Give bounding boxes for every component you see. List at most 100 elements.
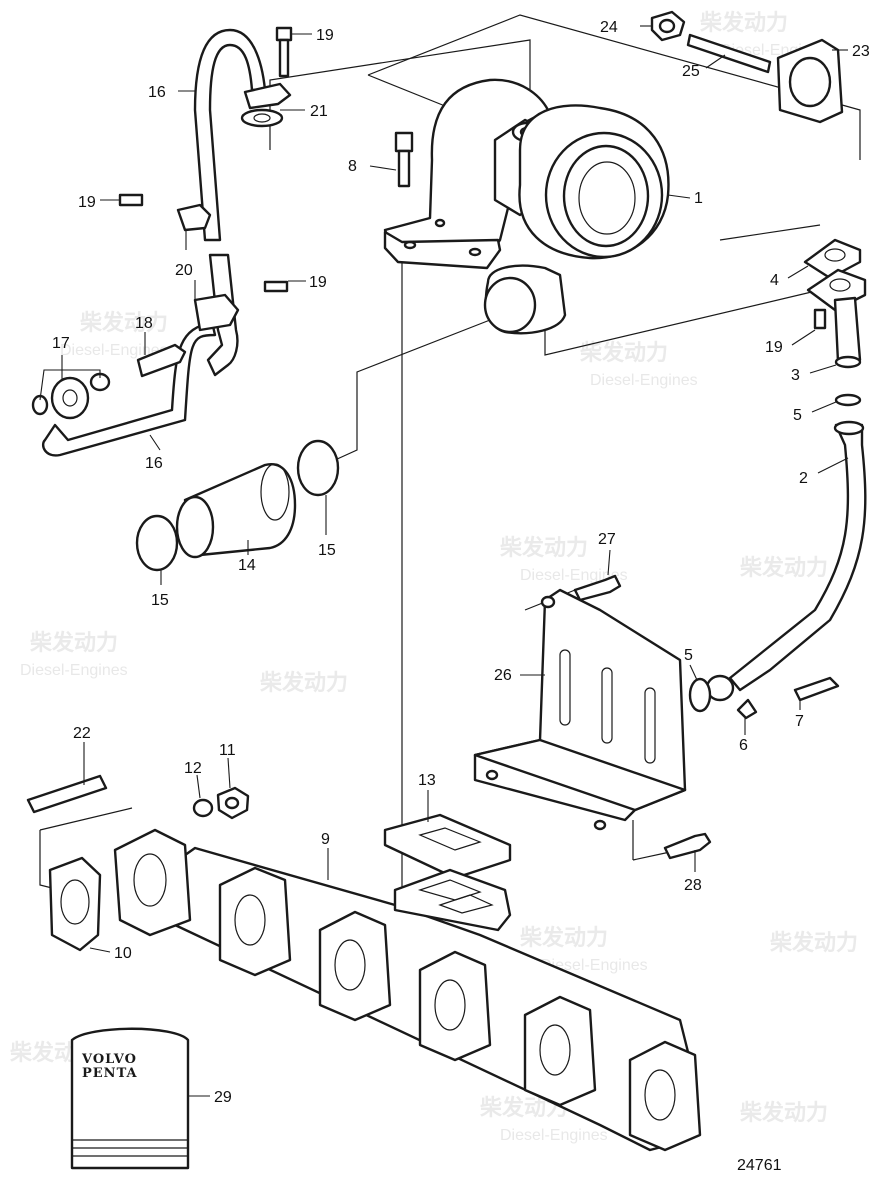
bolt-shank: [397, 149, 411, 188]
sleeve-assembly: [135, 439, 340, 572]
banjo-bore: [62, 389, 78, 407]
clip-6: [736, 698, 758, 720]
oil-pipe-upper: [193, 28, 267, 242]
manifold-port-6: [628, 1040, 702, 1152]
kit-29: VOLVO PENTA: [70, 1027, 190, 1170]
pipe-3: [833, 296, 862, 364]
manifold-port-1: [113, 828, 192, 937]
label-16b: 16: [145, 455, 163, 472]
manifold-port-3: [318, 910, 392, 1022]
leader-3: [809, 364, 837, 374]
turbine-flange: [383, 230, 502, 270]
oring-15b: [296, 439, 340, 497]
bracket-slot: [601, 667, 613, 744]
leader-27: [607, 549, 611, 576]
watermark-en: Diesel-Engines: [520, 567, 628, 584]
leader-17: [39, 369, 101, 401]
bracket-base: [473, 738, 687, 812]
bolt-19d: [813, 308, 827, 330]
label-8: 8: [348, 158, 357, 175]
watermark-layer: 柴发动力 Diesel-Engines 柴发动力 Diesel-Engines …: [9, 10, 858, 1144]
flange-hole: [403, 240, 417, 250]
leader-2: [817, 457, 849, 474]
hardware-top-right: [650, 10, 844, 124]
port-bore: [539, 1024, 571, 1076]
label-15a: 15: [151, 592, 169, 609]
label-6: 6: [739, 737, 748, 754]
bolt-8: [394, 131, 414, 188]
label-3: 3: [791, 367, 800, 384]
watermark-cn: 柴发动力: [769, 930, 858, 956]
label-28: 28: [684, 877, 702, 894]
label-17: 17: [52, 335, 70, 352]
port-bore: [133, 853, 167, 907]
port-bore: [234, 894, 266, 946]
port-bore: [434, 979, 466, 1031]
frame-line: [367, 74, 451, 109]
frame-line: [544, 289, 821, 356]
clamp-20b: [193, 293, 240, 332]
gasket-4a: [803, 238, 862, 280]
pipe-2: [728, 423, 867, 692]
bolt-head: [394, 131, 414, 153]
watermark-cn: 柴发动力: [499, 535, 588, 561]
watermark-en: Diesel-Engines: [590, 372, 698, 389]
flange-port: [417, 879, 482, 901]
bracket-hole: [540, 595, 556, 609]
frame-line: [632, 851, 671, 861]
leader-12: [196, 774, 201, 799]
drawing-number: 24761: [737, 1157, 782, 1174]
gasket-21: [240, 108, 284, 128]
gasket-bore: [824, 248, 846, 262]
screw-27: [573, 574, 622, 602]
frame-line: [719, 224, 821, 241]
bolt-19-shank: [278, 38, 290, 78]
frame-line: [334, 319, 491, 461]
pipe-assembly-right: [688, 238, 867, 720]
bracket-slot: [559, 649, 571, 726]
watermark-cn: 柴发动力: [699, 10, 788, 36]
label-21: 21: [310, 103, 328, 120]
watermark-en: Diesel-Engines: [20, 662, 128, 679]
gasket-21-bore: [253, 113, 271, 123]
leader-4: [787, 265, 809, 279]
gasket-10: [48, 856, 102, 952]
label-7: 7: [795, 713, 804, 730]
leader-lines: [39, 25, 849, 1097]
gasket-13-port: [418, 827, 482, 851]
manifold-hardware: [26, 774, 250, 952]
banjo-bolt-18: [136, 343, 187, 378]
leader-8: [369, 165, 397, 171]
manifold-port-5: [523, 995, 597, 1107]
nut-11-bore: [224, 796, 240, 810]
label-1: 1: [694, 190, 703, 207]
label-27: 27: [598, 531, 616, 548]
gasket-bore: [829, 278, 851, 292]
label-12: 12: [184, 760, 202, 777]
leader-1: [667, 194, 691, 199]
turbocharger: [383, 78, 670, 335]
label-18: 18: [135, 315, 153, 332]
label-15b: 15: [318, 542, 336, 559]
screw-28: [663, 832, 712, 860]
oring-15a: [135, 514, 179, 572]
gasket-13: [383, 813, 512, 880]
label-19c: 19: [309, 274, 327, 291]
washer-12: [192, 798, 214, 818]
bolt-19c: [263, 280, 289, 293]
compressor-inlet-inner: [578, 161, 636, 235]
exhaust-manifold-9: [113, 828, 702, 1152]
leader-25: [705, 54, 726, 69]
clamp-20a: [176, 203, 212, 232]
pipe-3-end: [834, 355, 862, 369]
label-19b: 19: [78, 194, 96, 211]
part-labels: 1 2 3 4 5 5 6 7 8 9 10 11 12 13 14 15 15…: [52, 19, 870, 1174]
label-5a: 5: [793, 407, 802, 424]
pipe-flange: [243, 82, 292, 110]
watermark-en: Diesel-Engines: [540, 957, 648, 974]
manifold-flange: [393, 868, 512, 932]
label-5b: 5: [684, 647, 693, 664]
brand-line1: VOLVO: [81, 1052, 137, 1067]
assembly-frame-lines: [39, 14, 861, 891]
